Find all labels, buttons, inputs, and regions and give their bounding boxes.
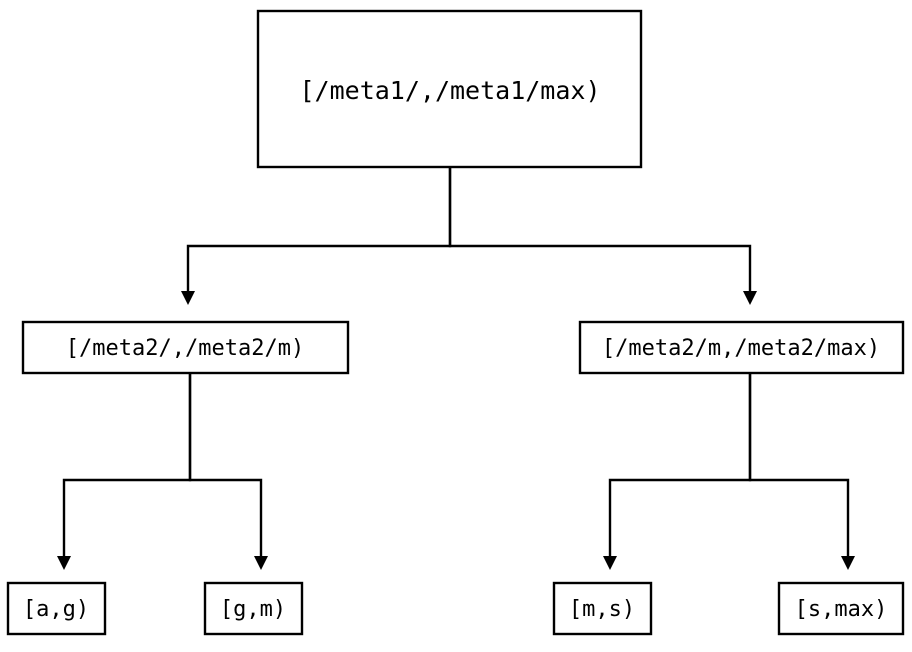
edge-mid-left-to-leaf-2 xyxy=(188,373,268,570)
arrowhead-icon xyxy=(181,291,195,305)
node-mid-right-label: [/meta2/m,/meta2/max) xyxy=(602,336,880,361)
node-mid-right[interactable]: [/meta2/m,/meta2/max) xyxy=(578,320,905,375)
node-root-label: [/meta1/,/meta1/max) xyxy=(299,76,600,105)
arrowhead-icon xyxy=(254,556,268,570)
arrowhead-icon xyxy=(57,556,71,570)
arrowhead-icon xyxy=(841,556,855,570)
edge-path xyxy=(62,373,192,557)
node-leaf-2-box xyxy=(203,581,304,636)
edge-mid-left-to-leaf-1 xyxy=(57,373,192,570)
edge-path xyxy=(448,167,752,292)
edge-mid-right-to-leaf-4 xyxy=(748,373,855,570)
node-mid-right-box xyxy=(578,320,905,375)
node-root-box xyxy=(256,9,643,169)
node-leaf-1-box xyxy=(6,581,107,636)
node-mid-left-label: [/meta2/,/meta2/m) xyxy=(66,336,304,361)
edge-path xyxy=(186,167,452,292)
edge-root-to-mid-right xyxy=(448,167,757,305)
node-leaf-3-box xyxy=(552,581,653,636)
node-leaf-1-label: [a,g) xyxy=(23,597,89,622)
node-leaf-4[interactable]: [s,max) xyxy=(777,581,905,636)
node-mid-left[interactable]: [/meta2/,/meta2/m) xyxy=(21,320,350,375)
node-leaf-4-box xyxy=(777,581,905,636)
arrowhead-icon xyxy=(743,291,757,305)
node-leaf-1[interactable]: [a,g) xyxy=(6,581,107,636)
edge-path xyxy=(748,373,850,557)
edge-mid-right-to-leaf-3 xyxy=(603,373,752,570)
node-leaf-3[interactable]: [m,s) xyxy=(552,581,653,636)
edge-path xyxy=(188,373,263,557)
node-leaf-2-label: [g,m) xyxy=(220,597,286,622)
arrowhead-icon xyxy=(603,556,617,570)
edge-path xyxy=(608,373,752,557)
node-leaf-3-label: [m,s) xyxy=(569,597,635,622)
node-mid-left-box xyxy=(21,320,350,375)
node-root[interactable]: [/meta1/,/meta1/max) xyxy=(256,9,643,169)
edge-root-to-mid-left xyxy=(181,167,452,305)
node-leaf-4-label: [s,max) xyxy=(795,597,888,622)
node-leaf-2[interactable]: [g,m) xyxy=(203,581,304,636)
